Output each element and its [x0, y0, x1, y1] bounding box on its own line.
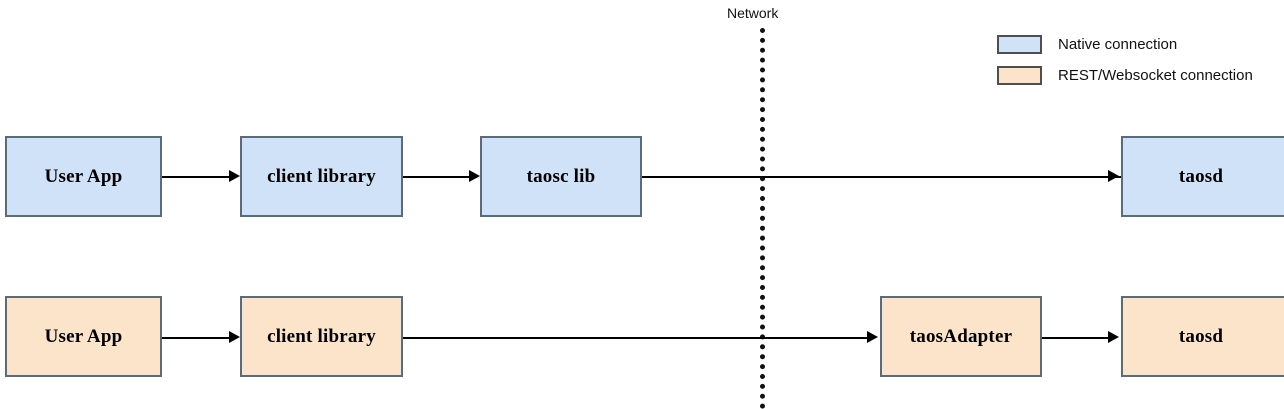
arrowhead-icon — [1108, 170, 1119, 182]
node-label: client library — [267, 165, 376, 187]
node-label: taosc lib — [526, 165, 596, 187]
legend-label-rest: REST/Websocket connection — [1058, 67, 1253, 84]
edge-native-userapp-to-clientlib — [162, 176, 232, 178]
legend-swatch-rest — [997, 66, 1042, 85]
edge-rest-userapp-to-clientlib — [162, 337, 232, 339]
node-native-taosc-lib[interactable]: taosc lib — [480, 136, 642, 217]
node-rest-user-app[interactable]: User App — [5, 296, 162, 377]
legend-label-native: Native connection — [1058, 36, 1178, 53]
node-label: taosAdapter — [909, 325, 1013, 347]
edge-native-taosc-to-taosd — [642, 176, 1121, 178]
node-native-taosd[interactable]: taosd — [1121, 136, 1284, 217]
node-label: User App — [44, 165, 123, 187]
node-native-client-library[interactable]: client library — [240, 136, 403, 217]
arrowhead-icon — [229, 170, 240, 182]
node-label: taosd — [1178, 325, 1224, 347]
network-divider-label: Network — [727, 5, 779, 21]
legend-swatch-native — [997, 35, 1042, 54]
node-rest-taosd[interactable]: taosd — [1121, 296, 1284, 377]
node-label: User App — [44, 325, 123, 347]
node-native-user-app[interactable]: User App — [5, 136, 162, 217]
edge-rest-taosadapter-to-taosd — [1042, 337, 1108, 339]
edge-native-clientlib-to-taosc — [403, 176, 477, 178]
node-label: client library — [267, 325, 376, 347]
network-divider-line — [760, 28, 765, 409]
arrowhead-icon — [229, 331, 240, 343]
arrowhead-icon — [867, 331, 878, 343]
arrowhead-icon — [1108, 331, 1119, 343]
edge-rest-clientlib-to-taosadapter — [403, 337, 867, 339]
node-rest-taos-adapter[interactable]: taosAdapter — [880, 296, 1042, 377]
node-rest-client-library[interactable]: client library — [240, 296, 403, 377]
arrowhead-icon — [469, 170, 480, 182]
node-label: taosd — [1178, 165, 1224, 187]
